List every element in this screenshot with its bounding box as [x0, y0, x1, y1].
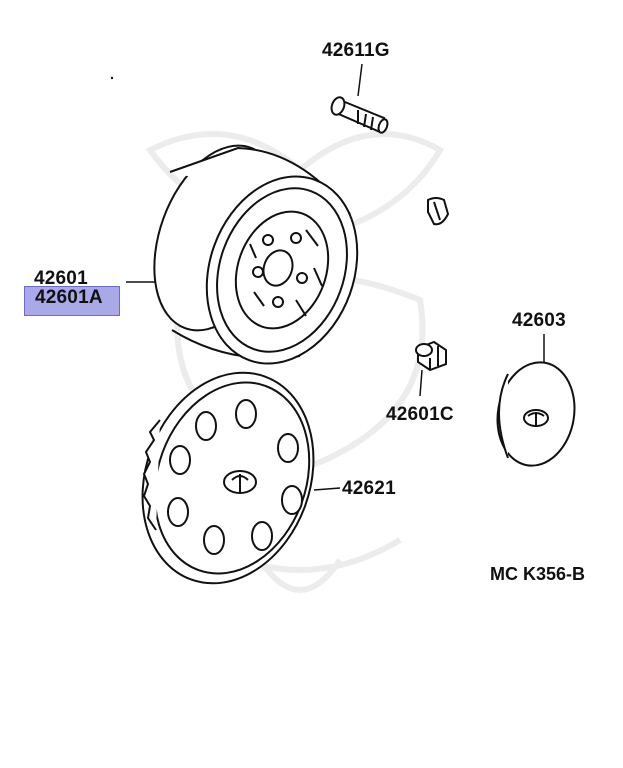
label-42601A-highlighted[interactable]: 42601A	[24, 286, 120, 316]
hub-nut-42601C[interactable]	[415, 340, 447, 372]
label-42601C[interactable]: 42601C	[386, 404, 454, 425]
label-42601[interactable]: 42601	[34, 268, 88, 289]
wheel-cover-42621[interactable]	[114, 348, 342, 607]
balance-weight[interactable]	[427, 197, 450, 226]
center-cap-42603[interactable]	[490, 356, 583, 472]
label-42611G[interactable]: 42611G	[322, 40, 390, 61]
label-42621[interactable]: 42621	[342, 478, 396, 499]
valve-stem-42611G[interactable]	[329, 95, 389, 134]
diagram-code: MC K356-B	[490, 564, 586, 584]
steel-wheel-42601[interactable]	[131, 128, 383, 385]
label-42603[interactable]: 42603	[512, 310, 566, 331]
